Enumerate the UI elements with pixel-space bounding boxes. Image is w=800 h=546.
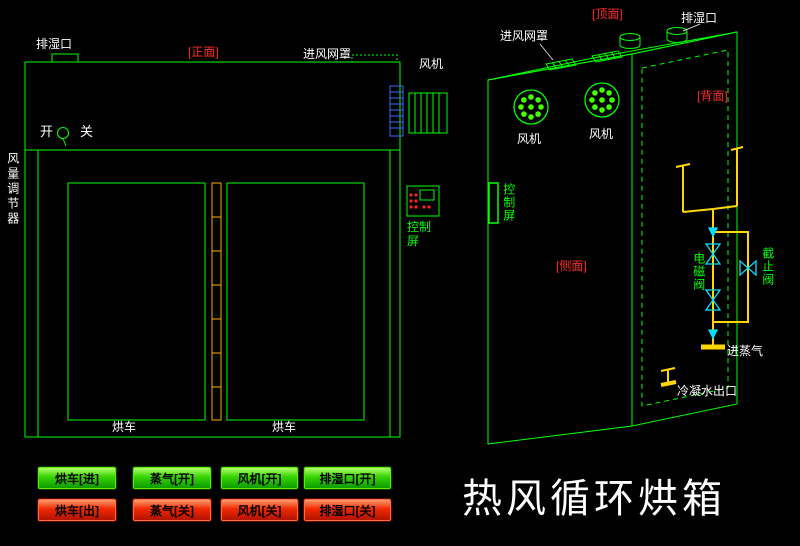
cart-in-button[interactable]: 烘车[进] — [38, 467, 116, 489]
iso-inlet-mesh-covers — [545, 50, 623, 71]
solenoid-valve-label: 电磁阀 — [691, 252, 706, 291]
fan-on-button[interactable]: 风机[开] — [221, 467, 298, 489]
front-inlet-mesh-symbol — [351, 54, 398, 63]
front-control-led-dots — [409, 193, 431, 209]
front-view-tag: [正面] — [188, 45, 219, 59]
iso-control-panel-edge — [488, 182, 499, 224]
solenoid-valve-icon — [704, 243, 722, 256]
iso-top-tag: [顶面] — [592, 7, 623, 21]
iso-exhaust-port-label: 排湿口 — [681, 11, 718, 25]
iso-back-tag: [背面] — [697, 89, 728, 103]
drying-cart-label-right: 烘车 — [272, 420, 297, 434]
label-leader-lines — [539, 23, 701, 61]
front-view-body — [24, 61, 401, 438]
front-door-hinge-strip — [211, 182, 222, 421]
steam-on-button[interactable]: 蒸气[开] — [133, 467, 211, 489]
iso-fan-circles — [513, 82, 620, 125]
front-control-screen-device — [406, 185, 440, 217]
front-exhaust-port-label: 排湿口 — [36, 37, 73, 51]
front-control-screen-label: 控制屏 — [407, 220, 432, 248]
solenoid-valve-icon — [704, 289, 722, 302]
stop-valve-icon — [739, 259, 749, 277]
front-door-left — [67, 182, 206, 421]
air-volume-regulator-label: 风量调节器 — [5, 152, 20, 227]
iso-box-outline — [487, 31, 738, 445]
front-fan-label: 风机 — [419, 57, 444, 71]
vent-open-button[interactable]: 排湿口[开] — [304, 467, 391, 489]
front-inlet-mesh-label: 进风网罩 — [303, 47, 352, 61]
iso-fan-label-left: 风机 — [517, 132, 542, 146]
front-fan-grille — [389, 85, 404, 137]
flow-arrow-icon — [707, 227, 719, 238]
steam-off-button[interactable]: 蒸气[关] — [133, 499, 211, 521]
iso-exhaust-cylinders — [619, 27, 688, 49]
power-switch-icon — [57, 127, 69, 147]
iso-side-tag: [侧面] — [556, 259, 587, 273]
iso-fan-blade-dots — [518, 87, 615, 120]
flow-arrow-icon — [707, 329, 719, 340]
drawing-title: 热风循环烘箱 — [462, 476, 726, 522]
stop-valve-label: 截止阀 — [760, 247, 775, 286]
drying-cart-label-left: 烘车 — [112, 420, 137, 434]
vent-close-button[interactable]: 排湿口[关] — [304, 499, 391, 521]
iso-inlet-mesh-label: 进风网罩 — [500, 29, 549, 43]
cart-out-button[interactable]: 烘车[出] — [38, 499, 116, 521]
front-exhaust-port-symbol — [51, 53, 79, 63]
switch-on-label: 开 — [40, 124, 54, 139]
fan-off-button[interactable]: 风机[关] — [221, 499, 298, 521]
front-door-right — [226, 182, 365, 421]
condensate-outlet-label: 冷凝水出口 — [677, 384, 738, 398]
iso-valve-symbols — [704, 227, 757, 340]
front-fan-housing — [408, 92, 448, 134]
iso-control-screen-label: 控制屏 — [501, 183, 516, 222]
switch-off-label: 关 — [80, 124, 94, 139]
steam-inlet-label: 进蒸气 — [727, 344, 764, 358]
iso-fan-label-right: 风机 — [589, 127, 614, 141]
